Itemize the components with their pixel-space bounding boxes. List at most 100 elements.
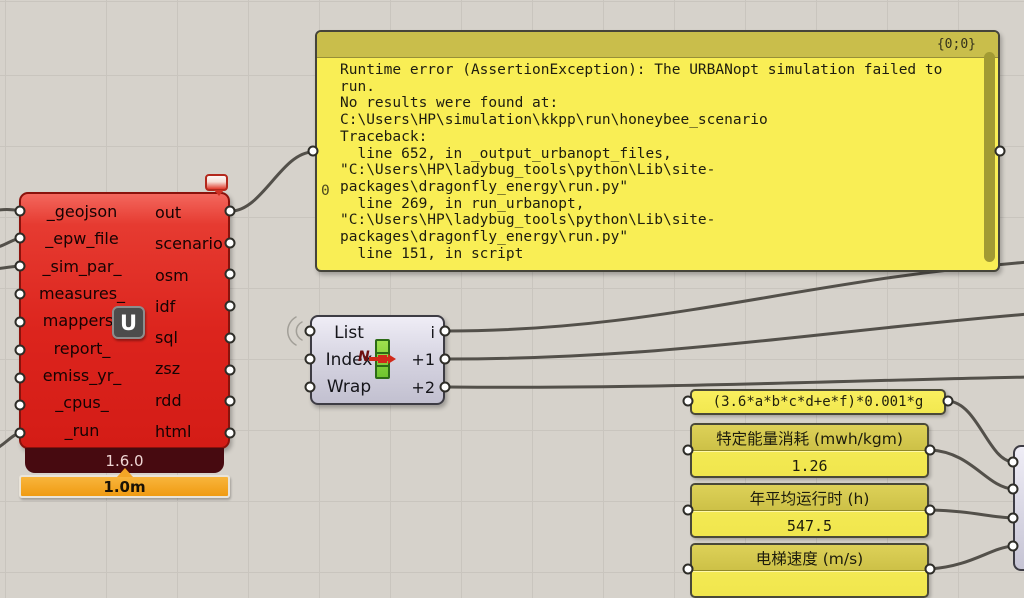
error-line: Runtime error (AssertionException): The …: [340, 62, 943, 78]
urbanopt-tag[interactable]: 1.0m: [19, 468, 230, 498]
input-label-epw-file[interactable]: _epw_file: [45, 229, 119, 249]
error-panel-scrollbar[interactable]: [984, 52, 995, 262]
output-label-zsz[interactable]: zsz: [155, 359, 181, 379]
output-label-rdd[interactable]: rdd: [155, 390, 182, 410]
input-nub-emiss-yr[interactable]: [14, 372, 26, 384]
input-label-report[interactable]: report_: [53, 338, 111, 358]
metric-panel-speed-output-nub[interactable]: [924, 563, 936, 575]
error-line: packages\dragonfly_energy\run.py": [340, 178, 629, 195]
input-nub-cpus[interactable]: [14, 399, 26, 411]
formula-panel-output-nub[interactable]: [942, 395, 954, 407]
input-nub-list[interactable]: [304, 325, 316, 337]
partial-input-nub-2[interactable]: [1007, 483, 1019, 495]
output-nub-osm[interactable]: [224, 268, 236, 280]
input-nub-run[interactable]: [14, 427, 26, 439]
metric-panel-hours-input-nub[interactable]: [682, 504, 694, 516]
input-nub-geojson[interactable]: [14, 205, 26, 217]
urbanopt-input-labels: _geojson _epw_file _sim_par_ measures_ m…: [27, 198, 137, 444]
input-nub-report[interactable]: [14, 344, 26, 356]
ripple-arc-inner: [295, 321, 303, 341]
metric-panel-energy[interactable]: 特定能量消耗 (mwh/kgm) 1.26: [690, 423, 929, 478]
error-panel-text: Runtime error (AssertionException): The …: [340, 62, 980, 262]
output-label-osm[interactable]: osm: [155, 265, 189, 285]
output-nub-plus1[interactable]: [439, 353, 451, 365]
output-label-idf[interactable]: idf: [155, 296, 176, 316]
metric-panel-hours-title: 年平均运行时 (h): [692, 485, 927, 511]
partial-input-nub-3[interactable]: [1007, 512, 1019, 524]
urbanopt-component[interactable]: _geojson _epw_file _sim_par_ measures_ m…: [19, 192, 230, 449]
metric-panel-speed-input-nub[interactable]: [682, 563, 694, 575]
input-label-wrap[interactable]: Wrap: [326, 377, 372, 398]
metric-panel-energy-output-nub[interactable]: [924, 444, 936, 456]
error-balloon-icon[interactable]: [205, 174, 228, 196]
metric-panel-hours-output-nub[interactable]: [924, 504, 936, 516]
input-label-cpus[interactable]: _cpus_: [55, 393, 109, 413]
wire-formula-to-comp[interactable]: [946, 399, 1015, 464]
metric-panel-energy-input-nub[interactable]: [682, 444, 694, 456]
urbanopt-icon[interactable]: U: [112, 306, 145, 339]
error-panel-gutter-index: 0: [321, 183, 330, 199]
metric-panel-speed-value: [692, 571, 927, 596]
list-item-input-labels: List Index Wrap: [318, 319, 380, 401]
output-label-plus2[interactable]: +2: [411, 377, 435, 397]
error-panel-header[interactable]: [317, 32, 998, 58]
wire-plus2-out[interactable]: [445, 375, 1024, 389]
input-label-list[interactable]: List: [334, 322, 364, 343]
input-nub-measures[interactable]: [14, 288, 26, 300]
output-nub-zsz[interactable]: [224, 364, 236, 376]
wire-plus1-out[interactable]: [445, 312, 1024, 361]
ripple-arc-outer: [287, 316, 297, 346]
list-item-icon-n: N: [358, 349, 370, 365]
input-label-measures[interactable]: measures_: [38, 284, 126, 304]
output-nub-sql[interactable]: [224, 332, 236, 344]
wire-panel3-to-comp[interactable]: [928, 544, 1015, 571]
partial-input-nub-1[interactable]: [1007, 456, 1019, 468]
metric-panel-hours[interactable]: 年平均运行时 (h) 547.5: [690, 483, 929, 538]
wire-panel2-to-comp[interactable]: [928, 508, 1015, 520]
error-line: line 269, in run_urbanopt,: [340, 195, 585, 212]
formula-panel[interactable]: (3.6*a*b*c*d+e*f)*0.001*g: [690, 389, 946, 415]
output-label-i[interactable]: i: [430, 323, 435, 343]
input-nub-wrap[interactable]: [304, 381, 316, 393]
input-label-index[interactable]: Index: [325, 349, 373, 370]
wire-out-to-panel[interactable]: [229, 150, 315, 213]
partial-input-nub-4[interactable]: [1007, 540, 1019, 552]
error-panel[interactable]: {0;0} 0 Runtime error (AssertionExceptio…: [315, 30, 1000, 272]
output-label-out[interactable]: out: [155, 203, 182, 223]
input-nub-sim-par[interactable]: [14, 260, 26, 272]
metric-panel-hours-value: 547.5: [692, 511, 927, 536]
output-label-html[interactable]: html: [155, 421, 192, 441]
error-panel-input-nub[interactable]: [307, 145, 319, 157]
input-nub-mappers[interactable]: [14, 316, 26, 328]
output-nub-html[interactable]: [224, 427, 236, 439]
input-label-geojson[interactable]: _geojson: [46, 202, 118, 222]
output-label-scenario[interactable]: scenario: [155, 234, 223, 254]
input-label-mappers[interactable]: mappers_: [42, 311, 122, 331]
error-line: Traceback:: [340, 128, 428, 145]
output-nub-idf[interactable]: [224, 300, 236, 312]
output-nub-out[interactable]: [224, 205, 236, 217]
error-line: No results were found at:: [340, 95, 559, 112]
list-item-output-labels: i +1 +2: [409, 319, 435, 401]
input-label-sim-par[interactable]: _sim_par_: [42, 256, 122, 276]
output-label-sql[interactable]: sql: [155, 328, 178, 348]
error-panel-path-tag: {0;0}: [936, 37, 976, 52]
output-nub-scenario[interactable]: [224, 237, 236, 249]
output-nub-plus2[interactable]: [439, 381, 451, 393]
error-panel-output-nub[interactable]: [994, 145, 1006, 157]
input-nub-epw-file[interactable]: [14, 232, 26, 244]
output-nub-i[interactable]: [439, 325, 451, 337]
error-line: run.: [340, 78, 375, 95]
output-label-plus1[interactable]: +1: [411, 350, 435, 370]
input-label-run[interactable]: _run: [64, 420, 100, 440]
input-label-emiss-yr[interactable]: emiss_yr_: [42, 366, 122, 386]
list-item-arrow-icon: [369, 354, 396, 364]
wire-i-out[interactable]: [445, 260, 1024, 333]
formula-panel-input-nub[interactable]: [682, 395, 694, 407]
error-line: "C:\Users\HP\ladybug_tools\python\Lib\si…: [340, 162, 716, 179]
input-nub-index[interactable]: [304, 353, 316, 365]
output-nub-rdd[interactable]: [224, 395, 236, 407]
wire-panel1-to-comp[interactable]: [928, 448, 1015, 491]
partial-component-right[interactable]: [1013, 445, 1024, 571]
error-line: "C:\Users\HP\ladybug_tools\python\Lib\si…: [340, 212, 716, 229]
